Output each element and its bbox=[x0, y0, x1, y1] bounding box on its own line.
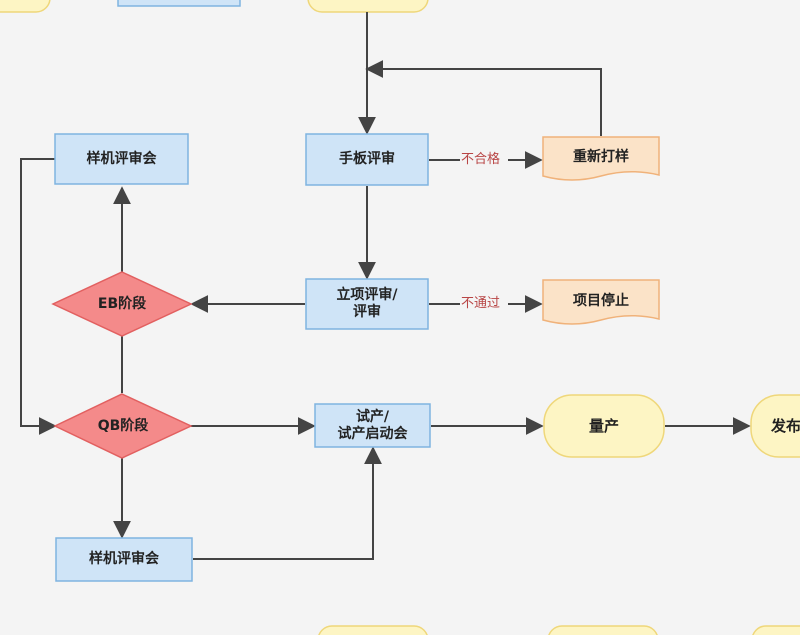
release-terminal[interactable] bbox=[750, 394, 800, 458]
trial-production-box[interactable] bbox=[314, 403, 431, 448]
mass-production-terminal[interactable] bbox=[543, 394, 665, 458]
partial-terminal-top-left bbox=[0, 0, 51, 13]
edge-label-rejected: 不通过 bbox=[460, 296, 502, 312]
handboard-review-box[interactable] bbox=[305, 133, 429, 186]
eb-stage-diamond[interactable] bbox=[51, 271, 193, 337]
partial-terminal-top bbox=[307, 0, 429, 13]
qb-stage-diamond[interactable] bbox=[53, 393, 193, 459]
sample-review-bottom-box[interactable] bbox=[55, 537, 193, 582]
edge-reproof-loop bbox=[365, 60, 602, 136]
edge-label-unqualified: 不合格 bbox=[460, 152, 502, 168]
reproof-document[interactable] bbox=[542, 136, 660, 181]
edge-sample-review-loop bbox=[20, 158, 57, 435]
partial-process-top bbox=[117, 0, 241, 7]
partial-terminal-bottom-2 bbox=[548, 625, 658, 635]
edge-sample-bottom-to-trial bbox=[193, 446, 382, 560]
project-stop-document[interactable] bbox=[542, 279, 660, 325]
partial-terminal-bottom-3 bbox=[752, 625, 800, 635]
sample-review-top-box[interactable] bbox=[54, 133, 189, 185]
project-review-box[interactable] bbox=[305, 278, 429, 330]
partial-terminal-bottom-1 bbox=[318, 625, 428, 635]
